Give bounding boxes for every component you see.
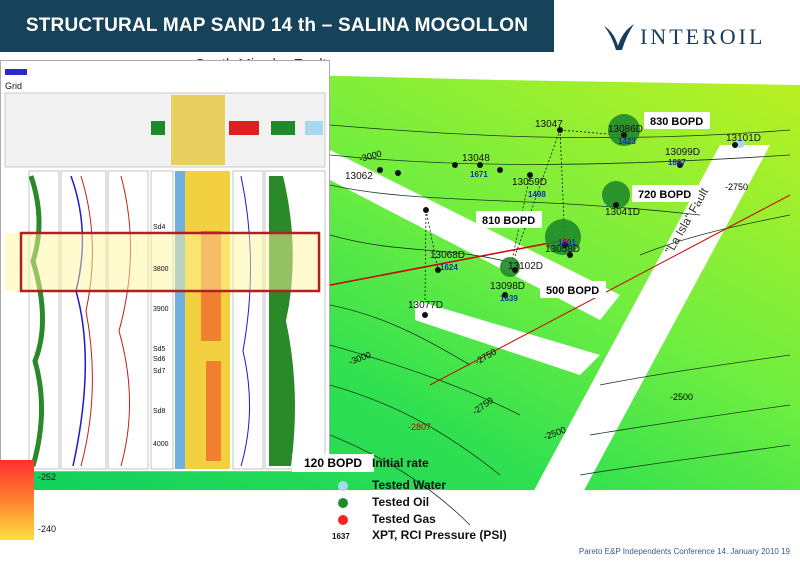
well-log-panel: Grid Sd4 Sd5 Sd6 Sd7 Sd8 3800 xyxy=(0,60,330,472)
well-markers xyxy=(377,127,738,318)
depth-label: 4000 xyxy=(153,441,169,448)
legend-tested-gas: Tested Gas xyxy=(372,512,436,526)
depth-label: Sd4 xyxy=(153,224,166,231)
rate-label: 810 BOPD xyxy=(482,215,535,227)
pressure-label: 1624 xyxy=(440,263,458,272)
oil-bubble xyxy=(608,114,640,146)
depth-label: Sd8 xyxy=(153,408,166,415)
section-line xyxy=(319,240,561,288)
well-label: 13047 xyxy=(535,119,563,130)
pressure-label: 1498 xyxy=(528,190,546,199)
pressure-label: 1671 xyxy=(470,170,488,179)
color-scale-bottom: -240 xyxy=(38,524,57,534)
fault-trace-red xyxy=(429,194,791,386)
well-label: 13098D xyxy=(490,281,525,292)
well-log-image: Grid Sd4 Sd5 Sd6 Sd7 Sd8 3800 xyxy=(1,61,329,471)
well-label: 13099D xyxy=(665,147,700,158)
legend-rate-box: 120 BOPD xyxy=(292,454,374,472)
well-label: 13101D xyxy=(726,133,761,144)
rate-box xyxy=(540,281,606,298)
logo-text: INTEROIL xyxy=(640,24,766,49)
oil-dot-icon xyxy=(338,498,348,508)
color-scale-gradient xyxy=(0,460,34,540)
well-label: 13059D xyxy=(512,177,547,188)
depth-label: 3900 xyxy=(153,306,169,313)
well-label: 13102D xyxy=(508,261,543,272)
water-dot-icon xyxy=(338,481,348,491)
well-label: 13077D xyxy=(408,300,443,311)
pressure-label: 1601 xyxy=(558,238,576,247)
grid-label: Grid xyxy=(5,81,22,91)
map-legend: 120 BOPD Initial rate Tested Water Teste… xyxy=(292,454,552,544)
contour-lines xyxy=(329,124,791,526)
rate-box xyxy=(644,112,710,129)
well-label: 13062 xyxy=(345,171,373,182)
contour-label: -2750 xyxy=(725,182,748,192)
rate-label: 830 BOPD xyxy=(650,116,703,128)
legend-pressure-example: 1637 xyxy=(332,532,350,541)
well-label: 13058D xyxy=(545,244,580,255)
color-scale-top: -252 xyxy=(38,472,57,482)
depth-label: 3800 xyxy=(153,266,169,273)
well-label: 13086D xyxy=(608,124,643,135)
rate-label: 720 BOPD xyxy=(638,189,691,201)
rate-box xyxy=(476,211,542,228)
contour-label: -2807 xyxy=(408,422,431,432)
color-scale-bar: -252 -240 xyxy=(0,460,56,540)
depth-label: Sd6 xyxy=(153,356,166,363)
well-label: 13068D xyxy=(430,250,465,261)
depth-label: Sd5 xyxy=(153,346,166,353)
well-label: 13041D xyxy=(605,207,640,218)
title-text: STRUCTURAL MAP SAND 14 th – SALINA MOGOL… xyxy=(25,15,529,36)
interoil-logo: INTEROIL xyxy=(600,16,790,56)
fault-zone-2 xyxy=(415,300,600,375)
legend-initial-rate: Initial rate xyxy=(372,456,429,470)
contour-label: -2500 xyxy=(670,392,693,402)
legend-tested-oil: Tested Oil xyxy=(372,495,430,509)
map-bottom-edge xyxy=(540,535,800,545)
fault-zone-la-isla xyxy=(510,145,770,535)
pressure-label: 1639 xyxy=(500,294,518,303)
gas-dot-icon xyxy=(338,515,348,525)
fault-zone-1 xyxy=(330,150,620,320)
rate-label: 500 BOPD xyxy=(546,285,599,297)
footer: Pareto E&P Independents Conference 14. J… xyxy=(578,547,790,556)
pressure-label: 1867 xyxy=(668,158,686,167)
legend-tested-water: Tested Water xyxy=(372,478,447,492)
whale-tail-icon xyxy=(604,24,634,50)
oil-bubble xyxy=(602,181,630,209)
oil-bubble xyxy=(545,219,581,255)
rate-box xyxy=(632,185,698,202)
depth-label: Sd7 xyxy=(153,368,166,375)
well-label: 13048 xyxy=(462,153,490,164)
pressure-label: 1423 xyxy=(618,137,636,146)
legend-pressure-label: XPT, RCI Pressure (PSI) xyxy=(372,528,507,542)
page-title: STRUCTURAL MAP SAND 14 th – SALINA MOGOL… xyxy=(0,0,554,52)
